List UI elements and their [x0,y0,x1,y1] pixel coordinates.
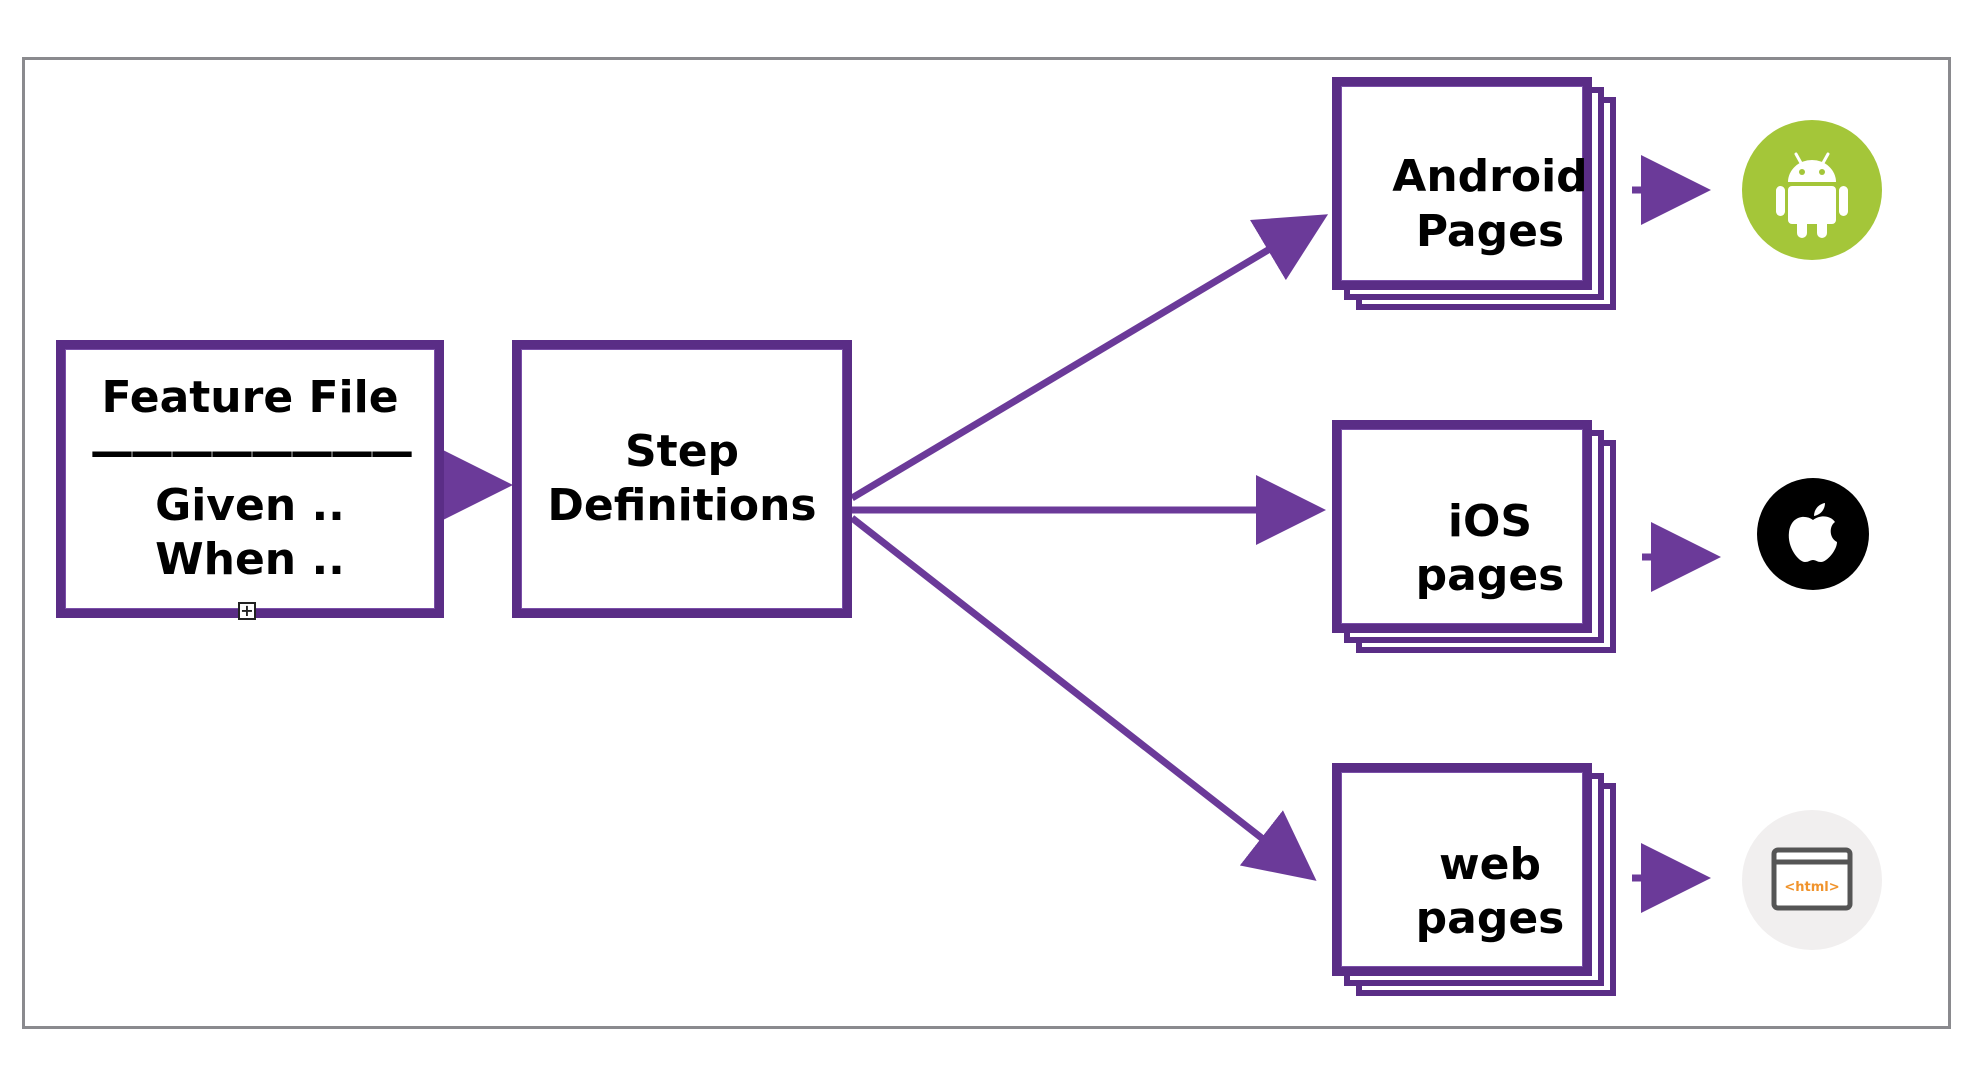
expand-handle-icon[interactable]: + [238,602,256,620]
arrow-step-to-web [849,515,1317,881]
web-pages-line2: pages [1415,893,1565,944]
feature-file-when: When .. [155,534,345,585]
android-pages-box [1332,77,1592,290]
step-definitions-box [512,340,852,618]
feature-file-given: Given .. [155,480,345,531]
arrow-step-to-android [850,214,1329,502]
android-pages-line1: Android [1392,151,1588,202]
html-icon: <html> [1742,810,1882,950]
android-icon [1742,120,1882,260]
feature-file-title: Feature File [101,372,399,423]
step-definitions-line1: Step [624,426,740,477]
android-pages-line2: Pages [1415,206,1565,257]
ios-pages-line1: iOS [1447,496,1533,547]
feature-file-divider: ———————— [90,426,414,477]
web-pages-box [1332,763,1592,976]
feature-file-box [56,340,444,618]
diagram-frame [22,57,1951,1029]
ios-pages-line2: pages [1415,550,1565,601]
web-pages-line1: web [1439,839,1541,890]
svg-text:<html>: <html> [1784,880,1839,895]
step-definitions-line2: Definitions [547,480,817,531]
ios-pages-box [1332,420,1592,633]
apple-icon [1757,478,1869,590]
